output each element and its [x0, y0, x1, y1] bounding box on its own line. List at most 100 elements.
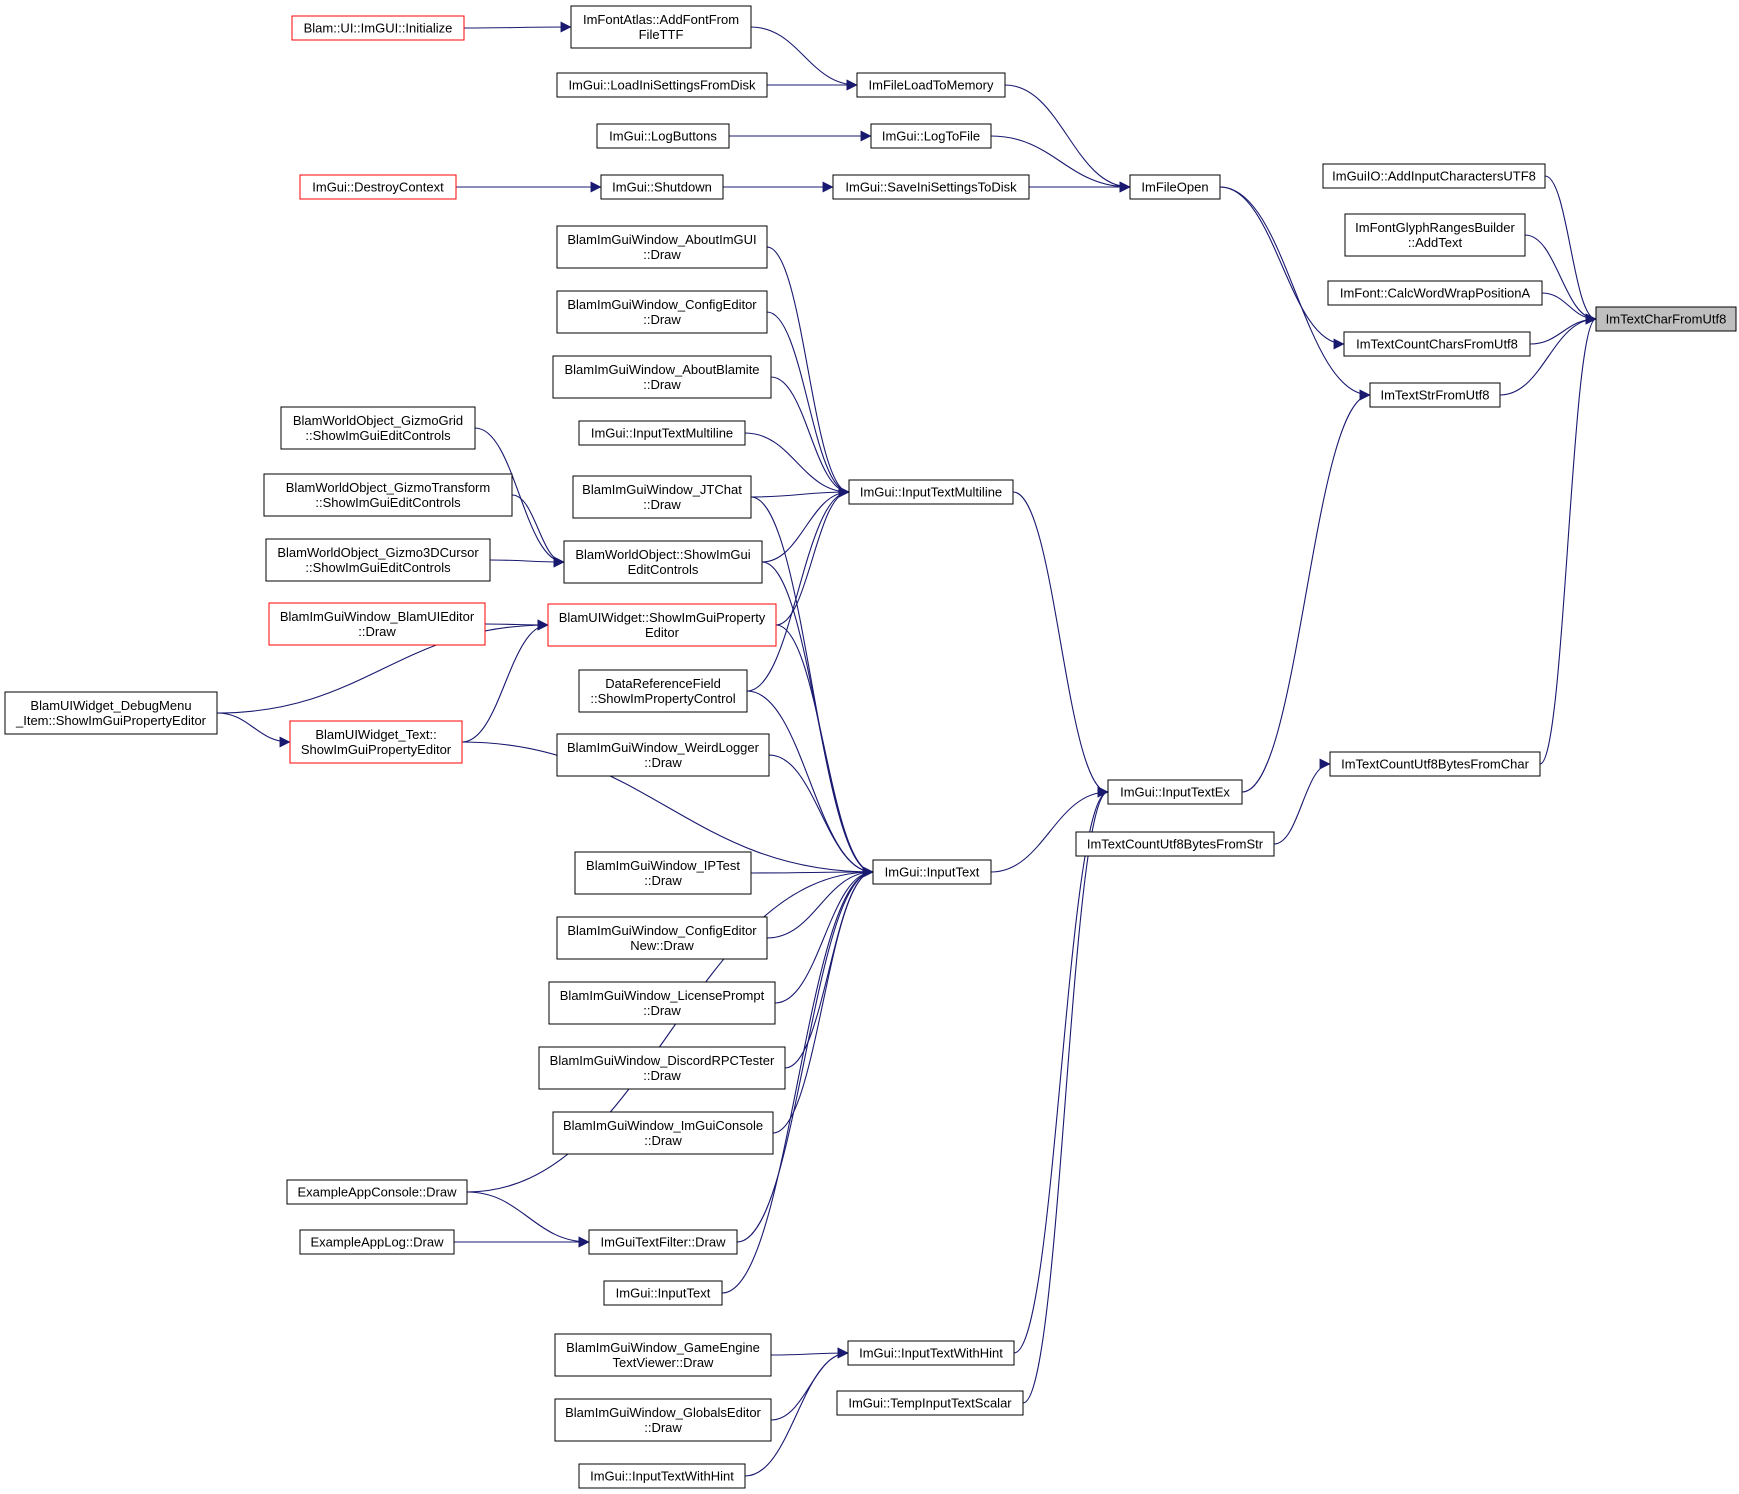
- node-textfilter[interactable]: ImGuiTextFilter::Draw: [588, 1229, 738, 1255]
- node-console[interactable]: BlamImGuiWindow_ImGuiConsole::Draw: [552, 1111, 774, 1155]
- node-label: ImGui::LogButtons: [609, 129, 717, 144]
- node-widgettext[interactable]: BlamUIWidget_Text::ShowImGuiPropertyEdit…: [289, 720, 463, 764]
- node-label: BlamImGuiWindow_AboutImGUI: [567, 232, 756, 247]
- node-label: ImGui::InputText: [616, 1286, 711, 1301]
- edge-widgettext-to-uiwidget: [461, 619, 549, 743]
- node-aboutblamite[interactable]: BlamImGuiWindow_AboutBlamite::Draw: [552, 355, 772, 399]
- node-label: BlamImGuiWindow_AboutBlamite: [564, 362, 759, 377]
- node-configeditor[interactable]: BlamImGuiWindow_ConfigEditor::Draw: [556, 290, 768, 334]
- node-box: [578, 1463, 746, 1489]
- node-box: [570, 5, 752, 49]
- node-loadini[interactable]: ImGui::LoadIniSettingsFromDisk: [556, 72, 768, 98]
- node-aboutimgui[interactable]: BlamImGuiWindow_AboutImGUI::Draw: [556, 225, 768, 269]
- node-label: ImGui::InputText: [885, 865, 980, 880]
- node-itm[interactable]: ImGui::InputTextMultiline: [848, 479, 1014, 505]
- node-box: [299, 174, 457, 200]
- edge-utf8fromstr-to-utf8fromchar: [1273, 758, 1331, 845]
- node-gizmogrid[interactable]: BlamWorldObject_GizmoGrid::ShowImGuiEdit…: [280, 406, 476, 450]
- node-label: ::ShowImGuiEditControls: [305, 560, 451, 575]
- node-shutdown[interactable]: ImGui::Shutdown: [600, 174, 724, 200]
- node-globals[interactable]: BlamImGuiWindow_GlobalsEditor::Draw: [554, 1398, 772, 1442]
- node-uieditor[interactable]: BlamImGuiWindow_BlamUIEditor::Draw: [268, 602, 486, 646]
- node-iptest[interactable]: BlamImGuiWindow_IPTest::Draw: [574, 851, 752, 895]
- edge-strfromutf8-to-charfromutf8: [1499, 313, 1597, 396]
- edge-dataref-to-inputtext: [746, 690, 874, 878]
- node-itwh[interactable]: ImGui::InputTextWithHint: [847, 1340, 1015, 1366]
- node-label: ExampleAppConsole::Draw: [298, 1185, 458, 1200]
- node-box: [1329, 751, 1541, 777]
- node-box: [280, 406, 476, 450]
- node-glyphranges[interactable]: ImFontGlyphRangesBuilder::AddText: [1344, 213, 1526, 257]
- node-label: ImGui::SaveIniSettingsToDisk: [845, 180, 1017, 195]
- node-label: ImGui::InputTextWithHint: [859, 1346, 1003, 1361]
- edge-gizmotransform-to-worldobj: [511, 494, 565, 568]
- node-exlog[interactable]: ExampleAppLog::Draw: [299, 1229, 455, 1255]
- node-tempinput[interactable]: ImGui::TempInputTextScalar: [836, 1390, 1024, 1416]
- edge-weirdlogger-to-inputtext: [768, 754, 874, 878]
- node-itm-callee[interactable]: ImGui::InputTextMultiline: [578, 420, 746, 446]
- node-box: [856, 72, 1006, 98]
- node-jtchat[interactable]: BlamImGuiWindow_JTChat::Draw: [572, 475, 752, 519]
- node-label: DataReferenceField: [605, 676, 721, 691]
- node-weirdlogger[interactable]: BlamImGuiWindow_WeirdLogger::Draw: [556, 733, 770, 777]
- node-box: [574, 851, 752, 895]
- node-worldobj[interactable]: BlamWorldObject::ShowImGuiEditControls: [563, 540, 763, 584]
- node-debugmenu[interactable]: BlamUIWidget_DebugMenu_Item::ShowImGuiPr…: [4, 691, 218, 735]
- node-dataref[interactable]: DataReferenceField::ShowImPropertyContro…: [578, 669, 748, 713]
- node-label: ::AddText: [1408, 235, 1463, 250]
- node-box: [552, 355, 772, 399]
- node-label: ImGui::InputTextWithHint: [590, 1469, 734, 1484]
- node-fileopen[interactable]: ImFileOpen: [1129, 174, 1221, 200]
- node-uiwidget[interactable]: BlamUIWidget::ShowImGuiPropertyEditor: [547, 603, 777, 647]
- node-box: [556, 916, 768, 960]
- node-box: [588, 1229, 738, 1255]
- node-inputtext[interactable]: ImGui::InputText: [872, 859, 992, 885]
- node-itwh-callee[interactable]: ImGui::InputTextWithHint: [578, 1463, 746, 1489]
- node-charfromutf8[interactable]: ImTextCharFromUtf8: [1595, 306, 1737, 332]
- node-license[interactable]: BlamImGuiWindow_LicensePrompt::Draw: [548, 981, 776, 1025]
- node-utf8fromstr[interactable]: ImTextCountUtf8BytesFromStr: [1075, 831, 1275, 857]
- node-label: BlamImGuiWindow_ImGuiConsole: [563, 1118, 763, 1133]
- node-box: [1327, 280, 1543, 306]
- node-label: BlamImGuiWindow_LicensePrompt: [560, 988, 765, 1003]
- node-utf8fromchar[interactable]: ImTextCountUtf8BytesFromChar: [1329, 751, 1541, 777]
- node-box: [1369, 382, 1501, 408]
- node-label: BlamImGuiWindow_ConfigEditor: [567, 923, 757, 938]
- node-box: [600, 174, 724, 200]
- node-addinput[interactable]: ImGuiIO::AddInputCharactersUTF8: [1322, 163, 1546, 189]
- node-label: ImTextCountCharsFromUtf8: [1356, 337, 1518, 352]
- node-discord[interactable]: BlamImGuiWindow_DiscordRPCTester::Draw: [538, 1046, 786, 1090]
- node-label: ImFont::CalcWordWrapPositionA: [1340, 286, 1531, 301]
- node-wordwrap[interactable]: ImFont::CalcWordWrapPositionA: [1327, 280, 1543, 306]
- node-gizmotransform[interactable]: BlamWorldObject_GizmoTransform::ShowImGu…: [263, 473, 513, 517]
- node-logtofile[interactable]: ImGui::LogToFile: [870, 123, 992, 149]
- node-gizmo3d[interactable]: BlamWorldObject_Gizmo3DCursor::ShowImGui…: [265, 538, 491, 582]
- node-box: [1344, 213, 1526, 257]
- node-inputtext2[interactable]: ImGui::InputText: [603, 1280, 723, 1306]
- node-label: EditControls: [628, 562, 699, 577]
- node-gameengine[interactable]: BlamImGuiWindow_GameEngineTextViewer::Dr…: [554, 1333, 772, 1377]
- node-label: BlamUIWidget_DebugMenu: [30, 698, 191, 713]
- edge-configeditornew-to-inputtext: [766, 866, 874, 939]
- node-box: [291, 15, 465, 41]
- node-countchars[interactable]: ImTextCountCharsFromUtf8: [1343, 331, 1531, 357]
- node-fileload[interactable]: ImFileLoadToMemory: [856, 72, 1006, 98]
- node-saveini[interactable]: ImGui::SaveIniSettingsToDisk: [832, 174, 1030, 200]
- node-logbuttons[interactable]: ImGui::LogButtons: [596, 123, 730, 149]
- node-label: ShowImGuiPropertyEditor: [301, 742, 452, 757]
- node-initialize[interactable]: Blam::UI::ImGUI::Initialize: [291, 15, 465, 41]
- edge-exconsole-to-inputtext: [466, 866, 874, 1193]
- node-label: BlamWorldObject::ShowImGui: [575, 547, 750, 562]
- edge-itwh-to-inputtextex: [1013, 786, 1109, 1354]
- node-label: _Item::ShowImGuiPropertyEditor: [15, 713, 207, 728]
- node-label: ::Draw: [643, 247, 681, 262]
- node-exconsole[interactable]: ExampleAppConsole::Draw: [286, 1179, 468, 1205]
- node-destroy[interactable]: ImGui::DestroyContext: [299, 174, 457, 200]
- node-box: [1075, 831, 1275, 857]
- node-strfromutf8[interactable]: ImTextStrFromUtf8: [1369, 382, 1501, 408]
- node-inputtextex[interactable]: ImGui::InputTextEx: [1107, 779, 1243, 805]
- edge-dataref-to-itm: [746, 486, 850, 692]
- node-label: FileTTF: [639, 27, 684, 42]
